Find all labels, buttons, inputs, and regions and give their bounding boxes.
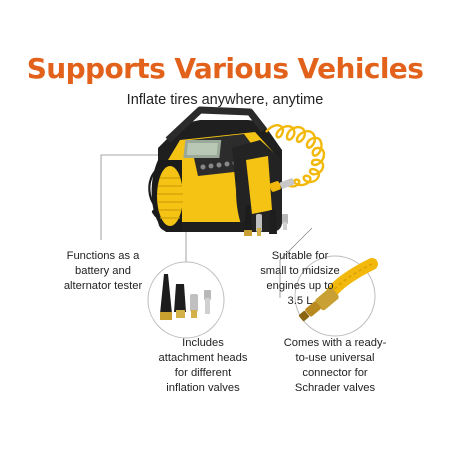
leader-line-tester <box>100 154 160 240</box>
air-compressor-icon <box>151 106 282 232</box>
caption-line: engines up to <box>266 280 334 292</box>
nozzle-adapters-icon <box>244 205 288 236</box>
caption-line: Suitable for <box>271 250 329 262</box>
attachment-heads-inset <box>147 261 225 339</box>
caption-line: attachment heads <box>158 352 248 364</box>
feature-attachments-caption: Includes attachment heads for different … <box>148 336 258 396</box>
caption-line: inflation valves <box>166 382 240 394</box>
caption-line: Includes <box>182 337 224 349</box>
hose-nozzle-icon <box>269 178 295 192</box>
leader-line-nozzles <box>185 227 242 262</box>
caption-line: to-use universal <box>295 352 375 364</box>
caption-line: Functions as a <box>66 250 140 262</box>
caption-line: battery and <box>75 265 131 277</box>
caption-line: 3.5 L <box>287 295 313 307</box>
caption-line: for different <box>174 367 232 379</box>
leader-line-connector <box>279 239 301 298</box>
page-title: Supports Various Vehicles <box>26 52 424 85</box>
caption-line: connector for <box>302 367 368 379</box>
page-subtitle: Inflate tires anywhere, anytime <box>126 92 324 108</box>
caption-line: alternator tester <box>63 280 143 292</box>
feature-engine-caption: Suitable for small to midsize engines up… <box>250 249 350 309</box>
caption-line: Schrader valves <box>294 382 376 394</box>
caption-line: small to midsize <box>260 265 340 277</box>
feature-connector-caption: Comes with a ready- to-use universal con… <box>280 336 390 396</box>
schrader-connector-icon <box>294 255 378 337</box>
caption-line: Comes with a ready- <box>283 337 387 349</box>
feature-tester-caption: Functions as a battery and alternator te… <box>58 249 148 294</box>
